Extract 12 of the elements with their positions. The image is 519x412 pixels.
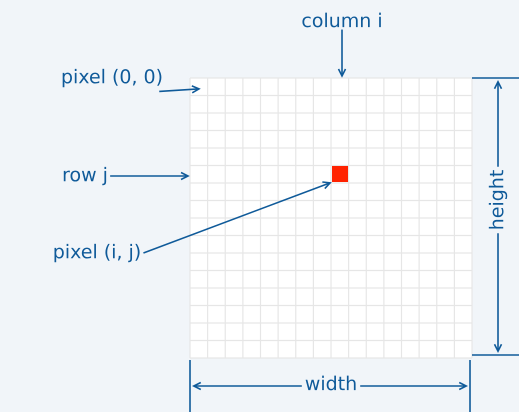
arrow (110, 172, 190, 180)
arrow (143, 181, 332, 254)
dimension-label: height (486, 166, 510, 234)
pixel-square (332, 166, 348, 182)
dimension-label: width (302, 372, 360, 394)
arrow (159, 85, 201, 94)
text-label: column i (302, 12, 381, 28)
text-label: pixel (0, 0) (62, 68, 162, 88)
text-label: pixel (i, j) (54, 244, 140, 262)
pixel-grid (189, 77, 473, 359)
text-label: row j (64, 166, 106, 186)
arrow (338, 30, 346, 78)
